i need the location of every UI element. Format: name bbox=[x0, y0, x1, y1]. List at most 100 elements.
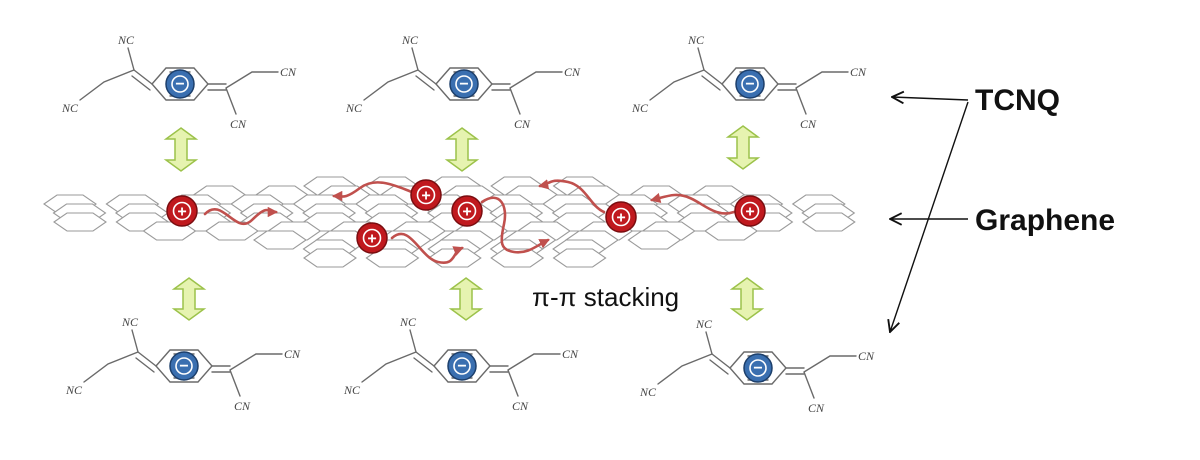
cyano-bonds-left bbox=[79, 47, 135, 101]
stacking-arrows bbox=[163, 125, 765, 321]
cyano-group-label: NC bbox=[695, 317, 713, 331]
electron-sign: − bbox=[745, 76, 754, 93]
exocyclic-double-bond bbox=[207, 83, 227, 91]
cyano-group-label: CN bbox=[858, 349, 875, 363]
cyano-group-label: NC bbox=[117, 33, 135, 47]
cyano-group-label: NC bbox=[343, 383, 361, 397]
graphene-hexagon bbox=[627, 230, 682, 250]
pi-pi-stacking-label: π-π stacking bbox=[532, 282, 679, 312]
electron-charge bbox=[735, 69, 765, 99]
electron-sign: − bbox=[753, 360, 762, 377]
cyano-bonds-right bbox=[803, 355, 857, 399]
cyano-bonds-left bbox=[83, 329, 139, 383]
exocyclic-double-bond bbox=[489, 365, 509, 373]
cyano-bonds-right bbox=[225, 71, 279, 115]
electron-ring bbox=[455, 75, 473, 93]
electron-charge bbox=[169, 351, 199, 381]
exocyclic-double-bond bbox=[135, 351, 157, 373]
hole-charge: + bbox=[410, 179, 442, 211]
electron-ring bbox=[171, 75, 189, 93]
electron-ring bbox=[749, 359, 767, 377]
hole-circle bbox=[605, 201, 637, 233]
graphene-hexagon bbox=[204, 221, 259, 241]
hole-sign: + bbox=[462, 204, 471, 221]
tcnq-label: TCNQ bbox=[975, 84, 1060, 117]
cyano-group-label: NC bbox=[345, 101, 363, 115]
hole-charge: + bbox=[356, 222, 388, 254]
cyano-bonds-left bbox=[363, 47, 419, 101]
hole-sign: + bbox=[616, 210, 625, 227]
pi-stacking-double-arrow bbox=[729, 277, 765, 321]
electron-charge bbox=[447, 351, 477, 381]
pi-stacking-double-arrow bbox=[171, 277, 207, 321]
graphene-hexagon bbox=[253, 230, 307, 250]
exocyclic-double-bond bbox=[785, 367, 805, 375]
exocyclic-double-bond bbox=[709, 353, 731, 375]
hole-charge: + bbox=[605, 201, 637, 233]
cyano-group-label: CN bbox=[514, 117, 531, 131]
hole-circle bbox=[451, 195, 483, 227]
exocyclic-double-bond bbox=[491, 83, 511, 91]
electron-ring bbox=[741, 75, 759, 93]
tcnq-molecules: NCNCCNCN−NCNCCNCN−NCNCCNCN−NCNCCNCN−NCNC… bbox=[61, 33, 875, 415]
hole-sign: + bbox=[367, 231, 376, 248]
exocyclic-double-bond bbox=[777, 83, 797, 91]
cyano-group-label: NC bbox=[399, 315, 417, 329]
graphene-hexagon bbox=[801, 212, 856, 232]
tcnq-callout-arrow bbox=[892, 97, 969, 100]
cyano-group-label: CN bbox=[808, 401, 825, 415]
hole-ring bbox=[457, 201, 477, 221]
cyano-bonds-right bbox=[509, 71, 563, 115]
cyano-group-label: NC bbox=[61, 101, 79, 115]
exocyclic-double-bond bbox=[211, 365, 231, 373]
hole-circle bbox=[356, 222, 388, 254]
pi-stacking-double-arrow bbox=[444, 127, 480, 172]
exocyclic-double-bond bbox=[415, 69, 437, 91]
cyano-group-label: NC bbox=[687, 33, 705, 47]
hole-ring bbox=[416, 185, 436, 205]
holes-layer: ++++++ bbox=[166, 179, 766, 254]
cyano-bonds-right bbox=[795, 71, 849, 115]
hole-transport-path bbox=[649, 192, 736, 215]
graphene-hexagon bbox=[303, 248, 357, 268]
hole-transport-path bbox=[537, 179, 606, 214]
graphene-label: Graphene bbox=[975, 204, 1115, 237]
electron-sign: − bbox=[459, 76, 468, 93]
cyano-bonds-right bbox=[507, 353, 561, 397]
electron-ring bbox=[453, 357, 471, 375]
graphene-hexagon bbox=[552, 248, 607, 268]
hole-ring bbox=[740, 201, 760, 221]
cyano-group-label: CN bbox=[562, 347, 579, 361]
cyano-group-label: CN bbox=[800, 117, 817, 131]
cyano-group-label: NC bbox=[121, 315, 139, 329]
electron-sign: − bbox=[457, 358, 466, 375]
cyano-group-label: NC bbox=[639, 385, 657, 399]
graphene-hexagon bbox=[53, 212, 107, 232]
hole-charge: + bbox=[734, 195, 766, 227]
cyano-group-label: CN bbox=[234, 399, 251, 413]
electron-sign: − bbox=[175, 76, 184, 93]
exocyclic-double-bond bbox=[701, 69, 723, 91]
cyano-group-label: NC bbox=[401, 33, 419, 47]
hole-circle bbox=[166, 195, 198, 227]
graphene-sheet bbox=[43, 176, 856, 268]
cyano-bonds-left bbox=[361, 329, 417, 383]
hole-ring bbox=[362, 228, 382, 248]
electron-sign: − bbox=[179, 358, 188, 375]
callout-arrows bbox=[890, 97, 969, 332]
cyano-bonds-left bbox=[649, 47, 705, 101]
hole-sign: + bbox=[421, 188, 430, 205]
graphene-hexagon bbox=[704, 221, 759, 241]
tcnq-molecule: NC NC CN CN − bbox=[639, 317, 875, 415]
hole-transport-path bbox=[480, 196, 550, 254]
exocyclic-double-bond bbox=[131, 69, 153, 91]
electron-charge bbox=[743, 353, 773, 383]
hole-ring bbox=[172, 201, 192, 221]
cyano-group-label: CN bbox=[850, 65, 867, 79]
